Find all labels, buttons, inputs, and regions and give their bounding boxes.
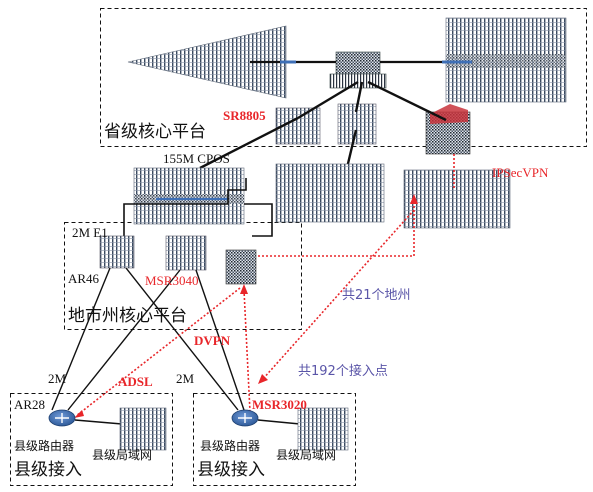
- county-lan-right: [298, 408, 348, 450]
- province-platform-title: 省级核心平台: [104, 124, 206, 141]
- sr8805-label: SR8805: [223, 109, 266, 122]
- county-access-left-title: 县级接入: [14, 462, 82, 479]
- e1-label: 2M E1: [72, 226, 108, 239]
- ar28-label: AR28: [14, 398, 45, 411]
- county-router-right: [232, 410, 258, 426]
- link-router-lan-left: [75, 420, 122, 424]
- dvpn-label: DVPN: [194, 334, 230, 347]
- access-points-count-label: 共192个接入点: [298, 365, 388, 378]
- adsl-label: ADSL: [118, 375, 153, 388]
- link-msr3040-county-left: [68, 270, 180, 410]
- city-platform-title: 地市州核心平台: [68, 308, 187, 325]
- county-lan-left-label: 县级局域网: [92, 449, 152, 461]
- county-router-left-label: 县级路由器: [14, 440, 74, 452]
- cities-count-label: 共21个地州: [342, 289, 411, 302]
- county-router-left: [49, 410, 75, 426]
- county-router-right-label: 县级路由器: [200, 440, 260, 452]
- msr3020-label: MSR3020: [252, 398, 307, 411]
- arrowhead: [240, 284, 248, 294]
- link-core-firewall: [368, 82, 446, 120]
- link-ar46-county-left: [52, 268, 110, 410]
- city-server: [226, 250, 256, 284]
- arrowhead: [74, 410, 84, 418]
- msr3040-router: [166, 236, 206, 270]
- msr3040-label: MSR3040: [145, 274, 198, 287]
- ar46-label: AR46: [68, 272, 99, 285]
- link-router-lan-right: [258, 420, 300, 424]
- city-rack-middle: [276, 164, 384, 222]
- cpos-label: 155M CPOS: [163, 152, 230, 165]
- ipsecvpn-label: IPSecVPN: [492, 166, 548, 179]
- county-lan-right-label: 县级局域网: [276, 449, 336, 461]
- bandwidth-2m-left: 2M: [48, 372, 66, 385]
- bandwidth-2m-right: 2M: [176, 372, 194, 385]
- ar46-router: [100, 236, 134, 268]
- county-lan-left: [120, 408, 166, 450]
- link-cpos-msr3040: [244, 204, 272, 236]
- county-access-right-title: 县级接入: [197, 462, 265, 479]
